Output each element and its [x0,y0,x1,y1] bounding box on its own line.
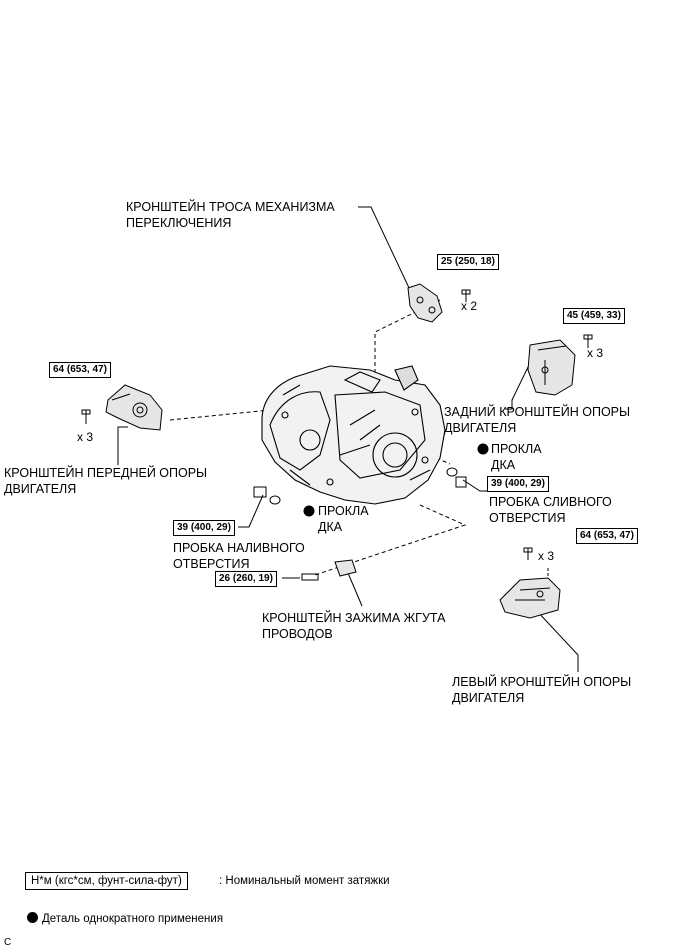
filler-plug-line1: ПРОБКА НАЛИВНОГО [173,541,305,555]
qty-front-mount: x 3 [77,430,94,444]
left-mount-bracket-part [499,577,561,619]
legend-torque-units: Н*м (кгс*см, фунт-сила-фут) [25,872,188,890]
transaxle-housing [261,365,446,505]
gasket-left-line2: ДКА [318,520,343,534]
drain-gasket [446,467,458,477]
single-use-dot-right [477,443,489,455]
torque-rear-mount: 45 (459, 33) [563,308,625,324]
gasket-left-label: ПРОКЛА ДКА [318,503,369,535]
gasket-right-line2: ДКА [491,458,516,472]
dash-harness [314,504,467,576]
leader-drain-plug [462,479,487,492]
front-mount-line1: КРОНШТЕЙН ПЕРЕДНЕЙ ОПОРЫ [4,466,208,480]
front-mount-bracket-label: КРОНШТЕЙН ПЕРЕДНЕЙ ОПОРЫ ДВИГАТЕЛЯ [4,465,207,497]
filler-gasket [269,495,281,505]
harness-clamp-bracket-label: КРОНШТЕЙН ЗАЖИМА ЖГУТА ПРОВОДОВ [262,610,445,642]
filler-plug-line2: ОТВЕРСТИЯ [173,557,250,571]
drain-plug-label: ПРОБКА СЛИВНОГО ОТВЕРСТИЯ [489,494,612,526]
drain-plug-part [455,476,467,488]
harness-clamp-bolt [301,573,319,581]
torque-front-mount: 64 (653, 47) [49,362,111,378]
filler-plug-part [253,486,267,498]
drain-plug-line2: ОТВЕРСТИЯ [489,511,566,525]
single-use-dot-icon [27,912,38,923]
leader-filler-plug [238,494,264,528]
shift-cable-bracket-label: КРОНШТЕЙН ТРОСА МЕХАНИЗМА ПЕРЕКЛЮЧЕНИЯ [126,199,335,231]
torque-left-mount: 64 (653, 47) [576,528,638,544]
leader-left-mount [535,609,579,672]
corner-mark: C [4,937,12,948]
leader-harness-clamp [347,572,363,607]
left-mount-line2: ДВИГАТЕЛЯ [452,691,525,705]
legend-torque-desc: : Номинальный момент затяжки [219,875,390,887]
rear-mount-line2: ДВИГАТЕЛЯ [444,421,517,435]
torque-shift-cable: 25 (250, 18) [437,254,499,270]
leader-rear-mount [505,362,531,410]
filler-plug-label: ПРОБКА НАЛИВНОГО ОТВЕРСТИЯ [173,540,305,572]
left-mount-bolt [523,547,533,560]
qty-left-mount: x 3 [538,549,555,563]
left-mount-line1: ЛЕВЫЙ КРОНШТЕЙН ОПОРЫ [452,675,632,689]
gasket-left-line1: ПРОКЛА [318,504,369,518]
harness-clamp-line2: ПРОВОДОВ [262,627,333,641]
single-use-dot-left [303,505,315,517]
harness-clamp-bracket-part [334,559,357,577]
drain-plug-line1: ПРОБКА СЛИВНОГО [489,495,612,509]
rear-mount-bracket-part [527,339,576,396]
legend-single-use-text: Деталь однократного применения [42,913,224,925]
front-mount-bracket-part [105,384,163,431]
front-mount-line2: ДВИГАТЕЛЯ [4,482,77,496]
left-mount-bracket-label: ЛЕВЫЙ КРОНШТЕЙН ОПОРЫ ДВИГАТЕЛЯ [452,674,631,706]
leader-shift-cable [358,206,411,291]
shift-cable-bracket-part [407,283,443,323]
harness-clamp-line1: КРОНШТЕЙН ЗАЖИМА ЖГУТА [262,611,446,625]
rear-mount-bolt [583,334,593,348]
leader-front-mount [117,426,128,465]
legend-single-use: Деталь однократного применения [27,912,223,926]
dash-shift-cable [374,299,441,380]
qty-shift-cable: x 2 [461,299,478,313]
dash-front [169,409,271,421]
torque-harness-clamp: 26 (260, 19) [215,571,277,587]
gasket-right-label: ПРОКЛА ДКА [491,441,542,473]
rear-mount-bracket-label: ЗАДНИЙ КРОНШТЕЙН ОПОРЫ ДВИГАТЕЛЯ [444,404,630,436]
shift-cable-bracket-line2: ПЕРЕКЛЮЧЕНИЯ [126,216,232,230]
shift-cable-bolt [461,289,471,302]
rear-mount-line1: ЗАДНИЙ КРОНШТЕЙН ОПОРЫ [444,405,631,419]
qty-rear-mount: x 3 [587,346,604,360]
gasket-right-line1: ПРОКЛА [491,442,542,456]
torque-drain-plug: 39 (400, 29) [487,476,549,492]
torque-filler-plug: 39 (400, 29) [173,520,235,536]
front-mount-bolt [81,409,91,424]
shift-cable-bracket-line1: КРОНШТЕЙН ТРОСА МЕХАНИЗМА [126,200,335,214]
